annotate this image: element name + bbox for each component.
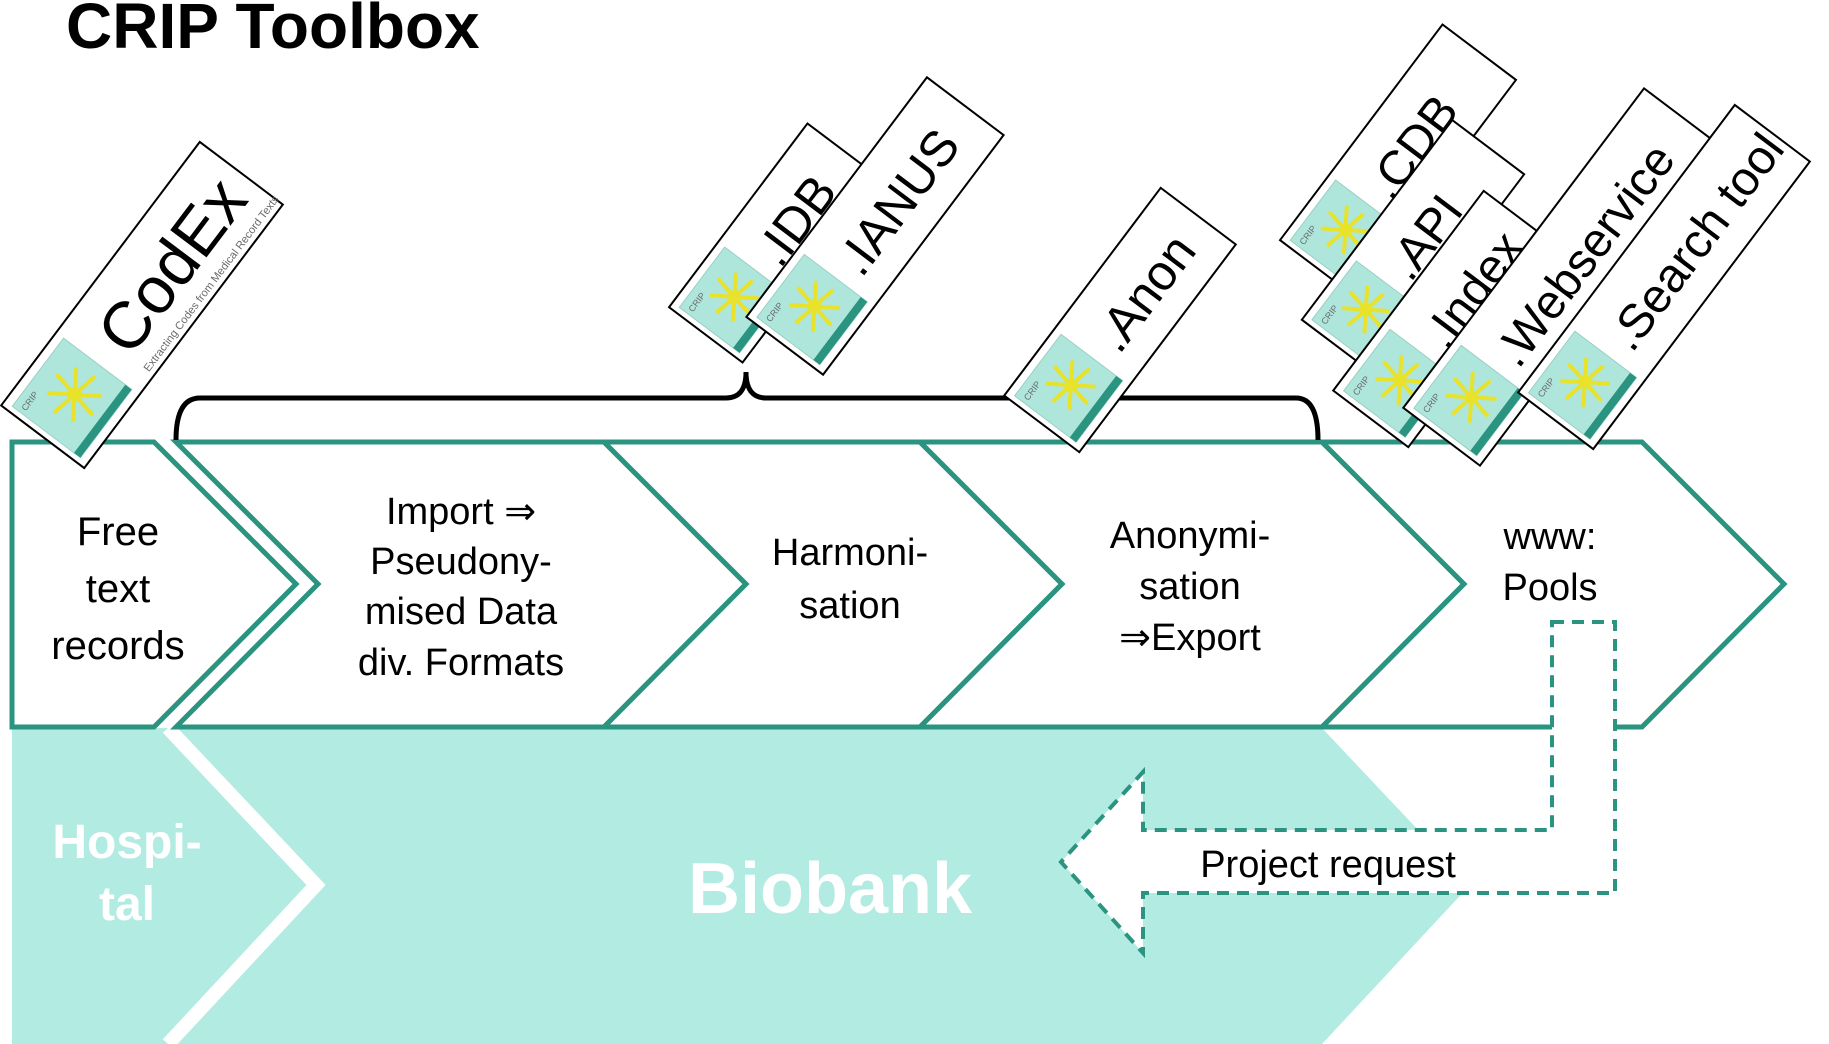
step-4-line-1: Anonymi- [1110, 515, 1271, 557]
tool-card-anon-logo-bar [1069, 375, 1123, 443]
step-1-line-2: text [86, 567, 150, 611]
process-chevrons [9, 439, 1788, 730]
step-4-line-2: sation [1139, 566, 1240, 608]
biobank-label: Biobank [688, 849, 973, 929]
process-step-3: Harmoni- sation [772, 532, 928, 627]
tool-card-codex-logo-bar [73, 384, 132, 458]
process-step-1: Free text records [51, 510, 184, 668]
tool-card-anon: CRIP.Anon [1002, 186, 1238, 454]
tool-card-search: CRIP.Search tool [1516, 103, 1812, 451]
step-2-line-2: Pseudony- [370, 541, 552, 583]
step-2-line-1: Import ⇒ [386, 491, 536, 533]
step-4-line-3: ⇒Export [1119, 617, 1261, 659]
search-sun-logo-icon [1559, 357, 1610, 408]
tool-card-search-logo-bar [1583, 372, 1637, 440]
project-request-dashed-arrow [1058, 620, 1617, 959]
api-sun-logo-icon [1341, 285, 1390, 334]
step-5-line-1: www: [1503, 516, 1597, 558]
idb-sun-logo-icon [709, 272, 759, 322]
step-1-line-1: Free [77, 510, 159, 554]
ianus-sun-logo-icon [788, 280, 840, 332]
step-3-line-1: Harmoni- [772, 532, 928, 574]
base-band: Hospi- tal Biobank [12, 723, 1470, 1044]
codex-sun-logo-icon [47, 366, 103, 423]
process-step-2: Import ⇒ Pseudony- mised Data div. Forma… [358, 491, 564, 684]
process-step-4: Anonymi- sation ⇒Export [1110, 515, 1271, 659]
toolset-brace [173, 371, 1321, 441]
tool-card-webservice-logo-bar [1470, 387, 1525, 456]
process-step-1-shape [9, 439, 300, 730]
step-5-line-2: Pools [1502, 567, 1597, 609]
project-request-label: Project request [1200, 844, 1456, 886]
step-2-line-4: div. Formats [358, 642, 564, 684]
hospital-label-line2: tal [99, 878, 155, 931]
anon-sun-logo-icon [1045, 360, 1096, 411]
biobank-band [12, 728, 1470, 1044]
page-title: CRIP Toolbox [66, 0, 480, 62]
webservice-sun-logo-icon [1445, 371, 1497, 423]
tool-card-ianus-logo-bar [813, 297, 868, 365]
process-step-5-shape [1315, 439, 1788, 730]
hospital-divider [162, 723, 326, 1044]
step-1-line-3: records [51, 624, 184, 668]
project-request-arrow: Project request [1058, 620, 1617, 959]
step-2-line-3: mised Data [365, 591, 558, 633]
step-3-line-2: sation [799, 585, 900, 627]
process-step-5: www: Pools [1502, 516, 1597, 609]
hospital-label-line1: Hospi- [52, 816, 201, 869]
